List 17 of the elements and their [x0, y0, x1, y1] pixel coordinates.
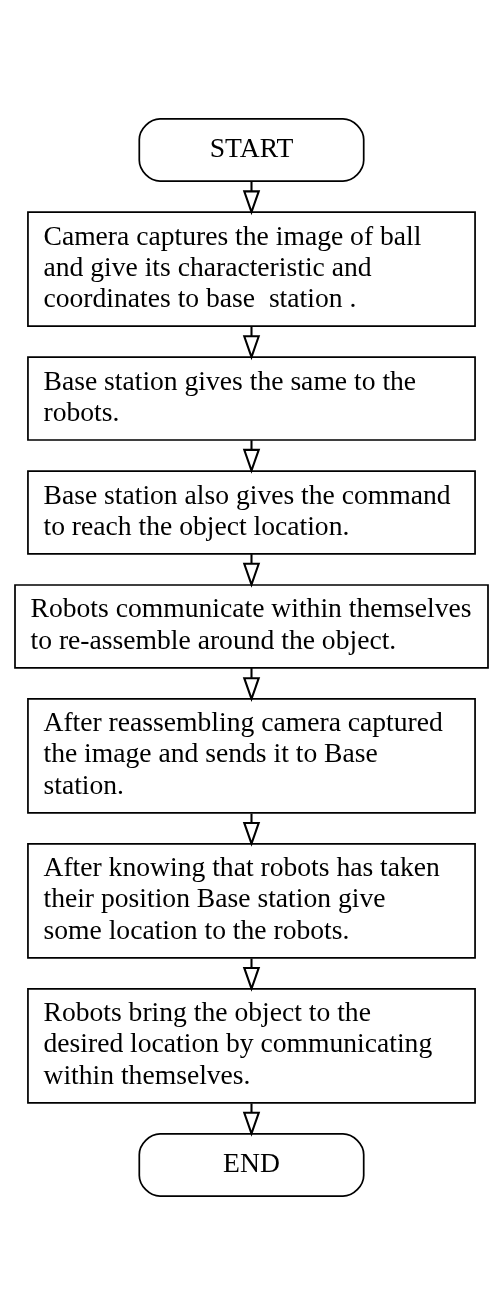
arrow — [242, 1103, 261, 1137]
node-box: After reassembling camera captured the image and sends it to Base station. — [27, 698, 476, 814]
node-box: After knowing that robots has taken their position Base station give some location to the robots. — [27, 843, 476, 959]
node-box: START — [138, 118, 365, 182]
node-box: Base station also gives the command to reach the object location. — [27, 470, 476, 555]
arrow — [242, 554, 261, 588]
arrow — [242, 326, 261, 361]
node-box: Base station gives the same to the robots. — [27, 356, 476, 441]
node-box: Robots bring the object to the desired location by communicating within themselves. — [27, 988, 476, 1104]
arrow — [242, 668, 261, 703]
arrow — [242, 958, 261, 992]
arrow — [242, 440, 261, 474]
node-box: Camera captures the image of ball and give its characteristic and coordinates to base station . — [27, 211, 476, 327]
node-box: END — [138, 1133, 365, 1197]
node-box: Robots communicate within themselves to re-assemble around the object. — [14, 584, 489, 669]
arrow — [242, 813, 261, 847]
arrow — [242, 181, 261, 216]
